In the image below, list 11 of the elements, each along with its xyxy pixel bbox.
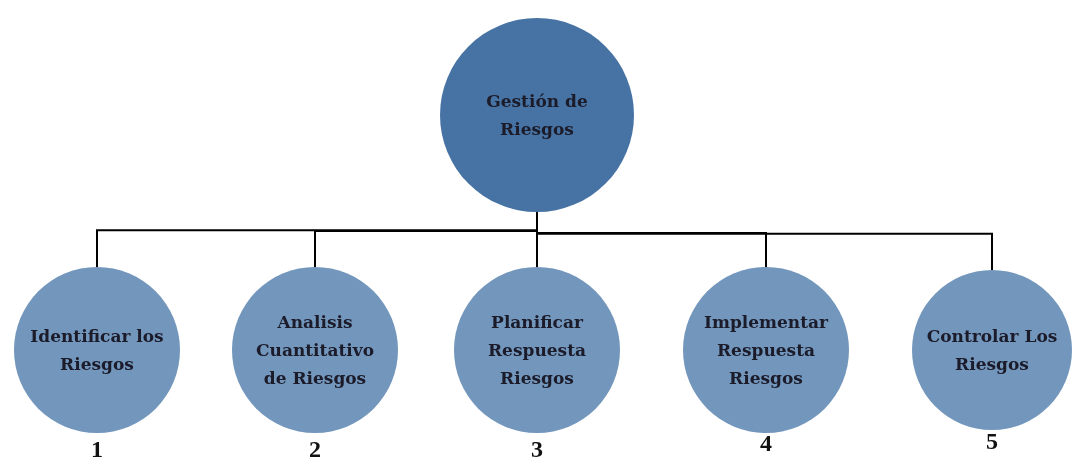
step-number: 1	[90, 436, 104, 463]
step-number: 2	[308, 436, 322, 463]
step-number: 4	[759, 430, 773, 457]
node-label: Identificar los Riesgos	[29, 324, 165, 376]
node-label: Controlar Los Riesgos	[925, 324, 1059, 376]
node-label: Implementar Respuesta Riesgos	[702, 310, 830, 390]
node-label: Planificar Respuesta Riesgos	[487, 310, 587, 390]
step-number: 3	[530, 436, 544, 463]
step-number: 5	[985, 428, 999, 455]
node-label: Analisis Cuantitativo de Riesgos	[255, 310, 375, 390]
node-label: Gestión de Riesgos	[485, 89, 589, 141]
